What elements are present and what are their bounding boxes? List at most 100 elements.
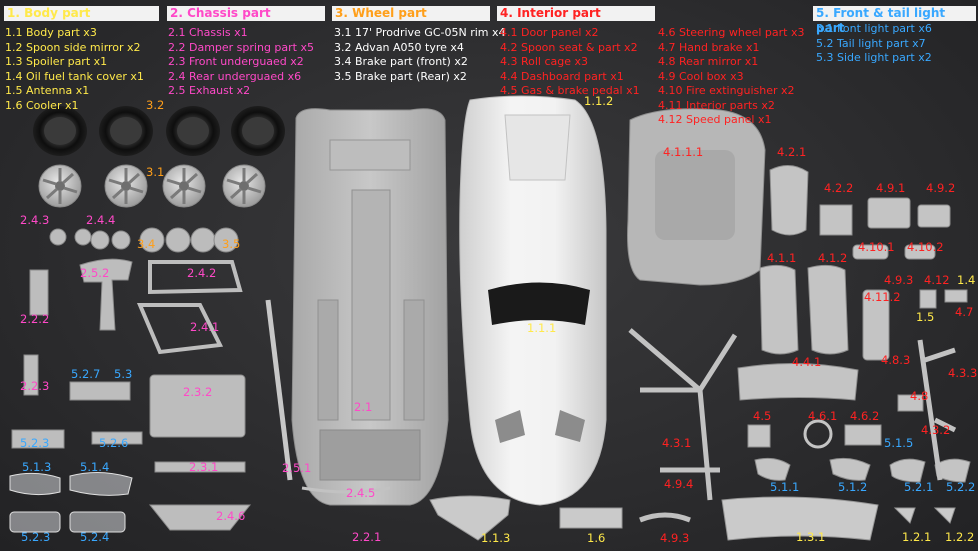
legend-item: 1.4 Oil fuel tank cover x1 [5, 69, 144, 83]
legend-item: 2.5 Exhaust x2 [168, 84, 251, 97]
part-tag-5-3: 5.3 [114, 367, 133, 381]
legend-item: 1.3 Spoiler part x1 [5, 55, 108, 68]
legend-interior-list: 4.1 Door panel x2 4.2 Spoon seat & part … [500, 26, 640, 99]
legend-item: 4.3 Roll cage x3 [500, 55, 589, 68]
part-tag-2-4-2: 2.4.2 [187, 266, 217, 280]
part-tag-4-7: 4.7 [955, 305, 974, 319]
part-tag-2-3-1: 2.3.1 [189, 460, 219, 474]
part-tag-2-5-2: 2.5.2 [80, 266, 110, 280]
part-tag-1-1-2: 1.1.2 [584, 94, 614, 108]
legend-item: 3.1 17' Prodrive GC-05N rim x4 [334, 26, 506, 39]
part-tag-4-1-1: 4.1.1 [767, 251, 797, 265]
legend-item: 4.1 Door panel x2 [500, 26, 599, 39]
brake-parts [49, 227, 239, 253]
part-tag-1-2-2: 1.2.2 [945, 530, 975, 544]
part-tag-2-4-5: 2.4.5 [346, 486, 376, 500]
part-tag-4-11-2: 4.11.2 [864, 290, 901, 304]
part-tag-1-6: 1.6 [587, 531, 606, 545]
part-tag-4-5: 4.5 [753, 409, 772, 423]
part-tag-4-2-1: 4.2.1 [777, 145, 807, 159]
part-tag-5-1-5: 5.1.5 [884, 436, 914, 450]
part-tag-1-4: 1.4 [957, 273, 976, 287]
part-tag-5-2-7: 5.2.7 [71, 367, 101, 381]
part-tag-2-2-1: 2.2.1 [352, 530, 382, 544]
part-tag-5-2-2: 5.2.2 [946, 480, 976, 494]
legend-lights-list: 5.1 Font light part x6 5.2 Tail light pa… [816, 22, 932, 66]
legend-wheel-list: 3.1 17' Prodrive GC-05N rim x4 3.2 Advan… [334, 26, 506, 84]
legend-chassis-list: 2.1 Chassis x1 2.2 Damper spring part x5… [168, 26, 314, 99]
chassis-small-parts [11, 258, 391, 531]
part-tag-5-2-1: 5.2.1 [904, 480, 934, 494]
part-tag-5-1-1: 5.1.1 [770, 480, 800, 494]
part-tag-4-8-3: 4.8.3 [881, 353, 911, 367]
part-tag-4-12: 4.12 [924, 273, 950, 287]
legend-wheel-title: 3. Wheel part [332, 6, 490, 21]
part-tag-4-3-3: 4.3.3 [948, 366, 978, 380]
legend-item: 3.2 Advan A050 tyre x4 [334, 40, 464, 54]
interior-small-parts [737, 165, 971, 483]
part-tag-4-3-1: 4.3.1 [662, 436, 692, 450]
part-tag-2-1: 2.1 [354, 400, 373, 414]
part-tag-4-6-1: 4.6.1 [808, 409, 838, 423]
part-tag-2-4-4: 2.4.4 [86, 213, 116, 227]
part-tag-5-1-4: 5.1.4 [80, 460, 110, 474]
roll-cage [628, 328, 957, 501]
part-tag-4-9-3b: 4.9.3 [660, 531, 690, 545]
part-tag-4-1-2: 4.1.2 [818, 251, 848, 265]
part-tag-4-10-2: 4.10.2 [907, 240, 944, 254]
legend-item: 5.1 Font light part x6 [816, 22, 932, 35]
legend-item: 3.5 Brake part (Rear) x2 [334, 69, 467, 83]
part-tag-2-2-3: 2.2.3 [20, 379, 50, 393]
part-tag-4-10-1: 4.10.1 [858, 240, 895, 254]
legend-item: 1.5 Antenna x1 [5, 84, 90, 97]
legend-interior2-list: 4.6 Steering wheel part x3 4.7 Hand brak… [658, 26, 804, 128]
part-tag-4-8: 4.8 [910, 389, 929, 403]
part-tag-5-2-6: 5.2.6 [99, 436, 129, 450]
rims [38, 164, 266, 208]
car-body [459, 95, 607, 506]
legend-body-title: 1. Body part [4, 6, 159, 21]
part-tag-5-1-3: 5.1.3 [22, 460, 52, 474]
legend-item: 2.1 Chassis x1 [168, 26, 248, 39]
part-tag-4-9-3: 4.9.3 [884, 273, 914, 287]
part-tag-5-2-5: 5.2.3 [21, 530, 51, 544]
part-tag-2-4-3: 2.4.3 [20, 213, 50, 227]
legend-item: 2.3 Front underguaed x2 [168, 55, 304, 68]
legend-item: 1.2 Spoon side mirror x2 [5, 40, 141, 54]
part-tag-5-2-3: 5.2.3 [20, 436, 50, 450]
part-tag-4-4-1: 4.4.1 [792, 355, 822, 369]
legend-item: 4.11 Interior parts x2 [658, 98, 775, 112]
clear-light-parts [9, 472, 133, 533]
legend-item: 1.1 Body part x3 [5, 26, 97, 39]
legend-item: 4.2 Spoon seat & part x2 [500, 40, 638, 54]
part-tag-1-2-1: 1.2.1 [902, 530, 932, 544]
part-tag-1-1-3: 1.1.3 [481, 531, 511, 545]
legend-item: 4.4 Dashboard part x1 [500, 69, 624, 83]
tyres [33, 106, 285, 156]
part-tag-3-5: 3.5 [222, 237, 241, 251]
body-small-parts [429, 495, 956, 541]
part-tag-2-2-2: 2.2.2 [20, 312, 50, 326]
part-tag-2-4-1: 2.4.1 [190, 320, 220, 334]
part-tag-2-4-6: 2.4.6 [216, 509, 246, 523]
legend-item: 4.7 Hand brake x1 [658, 40, 760, 54]
interior-tub [627, 108, 766, 286]
legend-item: 4.5 Gas & brake pedal x1 [500, 84, 640, 97]
part-tag-4-9-1: 4.9.1 [876, 181, 906, 195]
legend-item: 5.2 Tail light part x7 [816, 36, 926, 50]
part-tag-3-1: 3.1 [146, 165, 165, 179]
part-tag-4-6-2: 4.6.2 [850, 409, 880, 423]
part-tag-4-9-4: 4.9.4 [664, 477, 694, 491]
legend-item: 3.4 Brake part (front) x2 [334, 55, 468, 68]
chassis [291, 108, 449, 506]
part-tag-3-2: 3.2 [146, 98, 165, 112]
part-tag-5-1-2: 5.1.2 [838, 480, 868, 494]
part-tag-3-4: 3.4 [137, 237, 156, 251]
legend-item: 4.9 Cool box x3 [658, 69, 744, 83]
legend-lights-title: 5. Front & tail light part [813, 6, 976, 35]
part-tag-4-9-2: 4.9.2 [926, 181, 956, 195]
part-tag-4-2-2: 4.2.2 [824, 181, 854, 195]
part-tag-2-5-1: 2.5.1 [282, 461, 312, 475]
part-tag-4-1-1-1: 4.1.1.1 [663, 145, 704, 159]
